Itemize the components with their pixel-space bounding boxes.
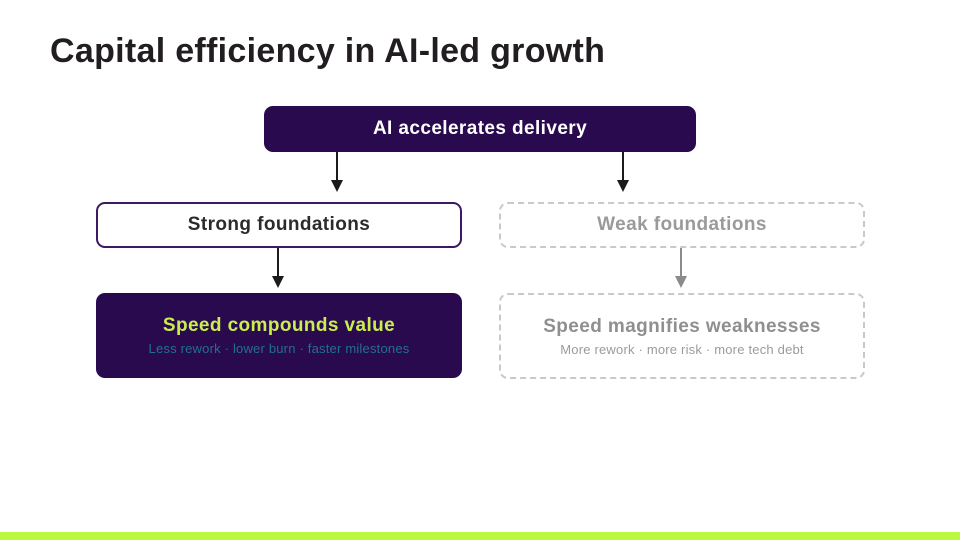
node-label: Weak foundations xyxy=(597,214,767,235)
page-title: Capital efficiency in AI-led growth xyxy=(50,32,606,70)
arrow-down-to-weak-foundations xyxy=(615,152,631,192)
node-label: Strong foundations xyxy=(187,214,371,235)
node-speed-magnifies-weaknesses: Speed magnifies weaknesses More rework ·… xyxy=(499,293,865,379)
outcome-subtitle: More rework · more risk · more tech debt xyxy=(560,341,804,357)
node-label: AI accelerates delivery xyxy=(372,118,588,139)
arrow-down-to-speed-magnifies-weaknesses xyxy=(673,248,689,288)
outcome-subtitle: Less rework · lower burn · faster milest… xyxy=(148,341,410,356)
outcome-title: Speed magnifies weaknesses xyxy=(543,315,821,337)
arrow-down-to-speed-compounds-value xyxy=(270,248,286,288)
arrow-down-to-strong-foundations xyxy=(329,152,345,192)
node-weak-foundations: Weak foundations xyxy=(499,202,865,248)
node-ai-accelerates-delivery: AI accelerates delivery xyxy=(264,106,696,152)
accent-bottom-bar xyxy=(0,532,960,540)
outcome-title: Speed compounds value xyxy=(162,315,396,336)
node-strong-foundations: Strong foundations xyxy=(96,202,462,248)
node-speed-compounds-value: Speed compounds value Less rework · lowe… xyxy=(96,293,462,378)
